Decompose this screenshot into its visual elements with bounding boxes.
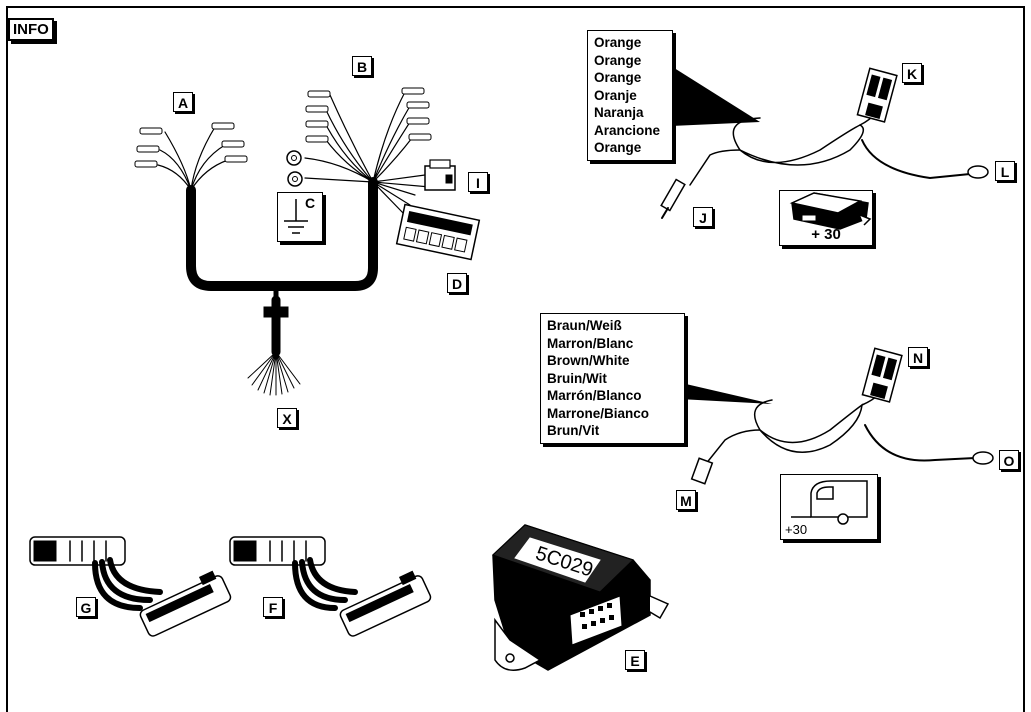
control-module-icon [789,192,872,230]
color-box-brown-white: Braun/Weiß Marron/Blanc Brown/White Brui… [540,313,685,444]
color-line: Braun/Weiß [547,318,622,333]
color-line: Marron/Blanc [547,335,634,351]
color-line: Orange [594,140,642,155]
adapter-g [29,536,232,637]
color-line: Marrón/Blanco [547,388,642,403]
ground-symbol-icon [284,199,308,234]
color-line: Orange [594,70,642,85]
info-badge: INFO [8,18,54,41]
label-e: E [625,650,645,670]
label-o: O [999,450,1019,470]
label-m: M [676,490,696,510]
adapter-f [229,536,432,637]
diagram-frame [6,6,1025,712]
control-module [492,524,670,671]
label-b: B [352,56,372,76]
color-box-orange: Orange Orange Orange Oranje Naranja Aran… [587,30,673,161]
label-k: K [902,63,922,83]
label-f: F [263,597,283,617]
orange-cable [660,66,989,219]
label-x: X [277,408,297,428]
color-line: Marrone/Bianco [547,405,650,421]
main-harness [134,87,481,396]
plus30-label: + 30 [811,226,841,243]
color-line: Naranja [594,105,644,120]
trailer-box: +30 [780,474,878,540]
color-line: Arancione [594,122,661,138]
label-l: L [995,161,1015,181]
color-line: Oranje [594,87,637,103]
label-c: C [305,195,316,211]
ground-symbol-box: C [277,192,323,242]
color-line: Orange [594,35,642,50]
plus30-module-box: + 30 [779,190,873,246]
color-line: Bruin/Wit [547,370,607,386]
trailer-label: +30 [785,522,808,537]
trailer-icon [791,480,868,525]
color-line: Brun/Vit [547,423,600,438]
label-a: A [173,92,193,112]
label-d: D [447,273,467,293]
color-line: Brown/White [547,353,630,368]
label-n: N [908,347,928,367]
label-j: J [693,207,713,227]
label-g: G [76,597,96,617]
color-line: Orange [594,52,642,68]
label-i: I [468,172,488,192]
